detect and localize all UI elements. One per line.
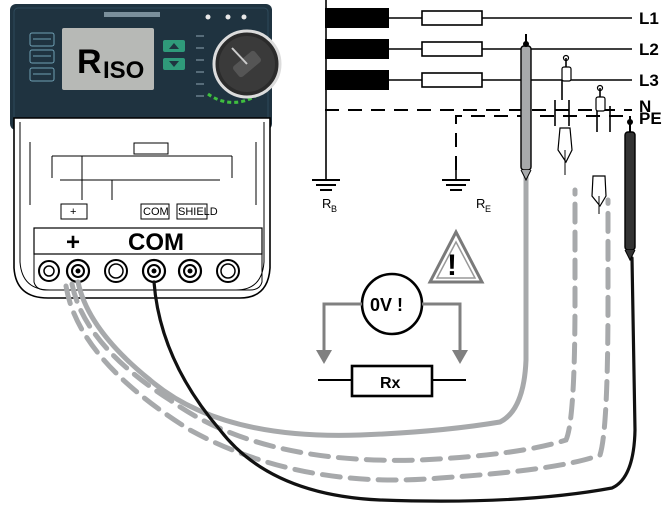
schematic: ! 0V ! Rx	[316, 228, 485, 398]
function-key-3[interactable]	[29, 67, 55, 82]
socket-plus-box	[60, 203, 88, 220]
function-key-1[interactable]	[29, 32, 55, 47]
indicator-led-3	[241, 14, 247, 20]
mains-network: R B R E L1 L2 L3 N PE	[312, 0, 662, 214]
instrument-front: R ISO	[10, 4, 282, 130]
arrow-left-down-icon	[316, 350, 332, 364]
supply-block-l3	[325, 70, 389, 90]
warning-triangle-icon: !	[427, 228, 485, 284]
supply-block-l1	[325, 8, 389, 28]
rotary-scale-arc	[207, 83, 270, 104]
ground-label-earth-sub: E	[485, 204, 491, 214]
socket-com[interactable]	[141, 258, 167, 284]
probe-l3-clip[interactable]	[561, 54, 572, 82]
conductor-label-n: N	[639, 97, 651, 116]
lead-gray-dashed-2	[63, 197, 611, 483]
fuse-l3	[421, 72, 483, 88]
probe-l2[interactable]	[520, 34, 532, 182]
display-sub-text: ISO	[103, 57, 144, 84]
ground-symbol-earth	[442, 179, 470, 191]
conductor-label-l2: L2	[639, 40, 659, 59]
resistor-rx	[350, 364, 434, 398]
ground-label-system-sub: B	[331, 204, 337, 214]
test-leads	[63, 167, 637, 503]
lcd-display	[62, 28, 154, 90]
ground-symbol-system	[312, 179, 340, 191]
socket-shield-box	[176, 203, 208, 220]
alligator-clip-1[interactable]	[557, 127, 573, 175]
socket-3	[104, 259, 128, 283]
capacitor-n	[554, 80, 570, 126]
socket-shield-label: SHIELD	[178, 206, 218, 218]
supply-block-l2	[325, 39, 389, 59]
probe-n-clip[interactable]	[595, 84, 606, 112]
ground-label-earth: R	[476, 196, 485, 211]
terminal-plus-label: +	[66, 229, 80, 256]
display-main-text: R	[77, 43, 102, 81]
probe-black[interactable]	[624, 116, 636, 262]
terminal-com-label: COM	[128, 229, 184, 256]
terminal-strip	[33, 227, 263, 255]
warning-mark: !	[447, 249, 457, 282]
conductor-label-l3: L3	[639, 71, 659, 90]
fuse-l1	[421, 10, 483, 26]
indicator-led-2	[225, 14, 231, 20]
ground-label-system: R	[322, 196, 331, 211]
fuse-l2	[421, 41, 483, 57]
lead-gray-dashed-1	[69, 187, 578, 463]
socket-shield[interactable]	[177, 258, 203, 284]
pe-line	[455, 115, 632, 170]
socket-plus-label: +	[70, 206, 76, 218]
voltage-meter-label: 0V !	[370, 295, 403, 315]
terminal-panel: + COM SHIELD + COM	[13, 117, 271, 299]
socket-plus[interactable]	[65, 258, 91, 284]
socket-6	[216, 259, 240, 283]
resistor-label: Rx	[380, 375, 401, 392]
conductor-label-l1: L1	[639, 9, 659, 28]
alligator-clip-2[interactable]	[591, 175, 607, 214]
indicator-led-1	[205, 14, 211, 20]
rotary-switch[interactable]	[212, 29, 282, 99]
socket-com-label: COM	[143, 206, 169, 218]
conductor-label-pe: PE	[639, 109, 662, 128]
socket-row	[38, 258, 240, 284]
dial-scale	[196, 35, 204, 97]
lead-black	[152, 256, 637, 503]
brand-strip	[104, 12, 160, 17]
function-key-2[interactable]	[29, 49, 55, 64]
lead-gray-solid	[75, 167, 529, 438]
socket-1	[38, 260, 60, 282]
socket-com-box	[140, 203, 170, 220]
arrow-right-down-icon	[452, 350, 468, 364]
